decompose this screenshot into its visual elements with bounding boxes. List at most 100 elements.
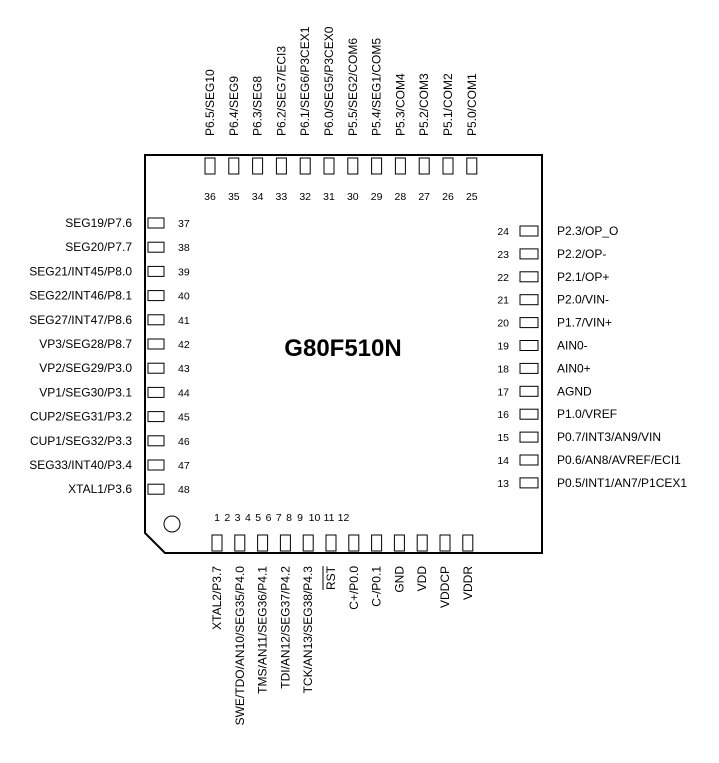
top-pins: 36P6.5/SEG1035P6.4/SEG934P6.3/SEG833P6.2… bbox=[203, 26, 479, 203]
pin-right-17 bbox=[519, 385, 539, 397]
pin-bottom-label: SWE/TDO/AN10/SEG35/P4.0 bbox=[233, 566, 247, 726]
pin-top-label: P5.1/COM2 bbox=[441, 73, 455, 136]
pin-top-28 bbox=[394, 157, 406, 175]
pin-top-label: P5.5/SEG2/COM6 bbox=[346, 38, 360, 136]
pin-left-label: CUP1/SEG32/P3.3 bbox=[30, 434, 132, 448]
pin-top-label: P5.4/SEG1/COM5 bbox=[370, 38, 384, 136]
pin-top-27 bbox=[418, 157, 430, 175]
pin-bottom-number: 7 bbox=[276, 512, 282, 524]
pin-top-label: P5.3/COM4 bbox=[393, 73, 407, 136]
pin-left-number: 48 bbox=[178, 484, 190, 496]
pin-bottom-label: RST bbox=[324, 565, 338, 590]
pin-top-label: P6.1/SEG6/P3CEX1 bbox=[298, 26, 312, 136]
pin-top-label: P6.4/SEG9 bbox=[227, 76, 241, 136]
pin-right-number: 14 bbox=[497, 455, 509, 467]
pin-bottom-label: TDI/AN12/SEG37/P4.2 bbox=[278, 566, 292, 689]
pin-left-number: 37 bbox=[178, 218, 190, 230]
pin-bottom-label: VDD bbox=[415, 566, 429, 592]
pin-bottom-number: 10 bbox=[309, 512, 321, 524]
pin-left-45 bbox=[147, 411, 165, 423]
pin-right-number: 19 bbox=[497, 341, 509, 353]
pin-left-label: VP3/SEG28/P8.7 bbox=[39, 337, 132, 351]
pin-right-number: 16 bbox=[497, 409, 509, 421]
pin-left-39 bbox=[147, 265, 165, 277]
pin-right-number: 21 bbox=[497, 295, 509, 307]
pin-left-44 bbox=[147, 386, 165, 398]
pin-left-43 bbox=[147, 362, 165, 374]
pin-left-label: SEG22/INT46/P8.1 bbox=[29, 289, 132, 303]
pin-left-label: SEG27/INT47/P8.6 bbox=[29, 313, 132, 327]
pin-bottom-number: 4 bbox=[245, 512, 251, 524]
pin-bottom-number: 9 bbox=[297, 512, 303, 524]
pin-right-label: AGND bbox=[557, 384, 592, 398]
pin-top-32 bbox=[299, 157, 311, 175]
pin-bottom-6 bbox=[325, 534, 337, 552]
pin-top-number: 34 bbox=[252, 191, 264, 203]
pin-top-30 bbox=[347, 157, 359, 175]
pin-top-number: 28 bbox=[395, 191, 407, 203]
pin-right-number: 17 bbox=[497, 386, 509, 398]
pin-left-label: CUP2/SEG31/P3.2 bbox=[30, 410, 132, 424]
pin-top-number: 36 bbox=[204, 191, 216, 203]
pin-left-42 bbox=[147, 338, 165, 350]
pin-bottom-5 bbox=[302, 534, 314, 552]
pin-bottom-number: 8 bbox=[286, 512, 292, 524]
pin-bottom-9 bbox=[393, 534, 405, 552]
pin-left-number: 43 bbox=[178, 363, 190, 375]
pin-bottom-7 bbox=[348, 534, 360, 552]
pin-right-23 bbox=[519, 248, 539, 260]
pin-top-number: 29 bbox=[371, 191, 383, 203]
pin-left-number: 47 bbox=[178, 460, 190, 472]
pin-left-47 bbox=[147, 459, 165, 471]
pin-right-13 bbox=[519, 477, 539, 489]
pin-right-number: 13 bbox=[497, 478, 509, 490]
pin-bottom-label: C-/P0.1 bbox=[370, 566, 384, 607]
pin-top-29 bbox=[371, 157, 383, 175]
pin-right-label: P2.0/VIN- bbox=[557, 293, 609, 307]
pin-left-number: 45 bbox=[178, 412, 190, 424]
pin-top-number: 30 bbox=[347, 191, 359, 203]
pin-bottom-number: 5 bbox=[255, 512, 261, 524]
pin-bottom-number: 6 bbox=[266, 512, 272, 524]
pin-right-15 bbox=[519, 431, 539, 443]
pin-right-14 bbox=[519, 454, 539, 466]
pin-top-label: P6.5/SEG10 bbox=[203, 69, 217, 136]
pin-right-number: 20 bbox=[497, 318, 509, 330]
pin-top-number: 31 bbox=[323, 191, 335, 203]
bottom-pins: 1XTAL2/P3.72SWE/TDO/AN10/SEG35/P4.03TMS/… bbox=[210, 512, 475, 725]
pin-left-37 bbox=[147, 217, 165, 229]
pin-bottom-4 bbox=[279, 534, 291, 552]
pin-left-label: SEG33/INT40/P3.4 bbox=[29, 458, 132, 472]
pin-bottom-11 bbox=[439, 534, 451, 552]
pin-right-18 bbox=[519, 362, 539, 374]
pin-right-number: 23 bbox=[497, 249, 509, 261]
pin-left-number: 39 bbox=[178, 266, 190, 278]
pin-top-number: 32 bbox=[299, 191, 311, 203]
pin-right-22 bbox=[519, 271, 539, 283]
pin-top-25 bbox=[466, 157, 478, 175]
pin-top-31 bbox=[323, 157, 335, 175]
pin-top-34 bbox=[252, 157, 264, 175]
pin-right-label: P2.2/OP- bbox=[557, 247, 606, 261]
pin-left-label: VP2/SEG29/P3.0 bbox=[39, 361, 132, 375]
pin-top-26 bbox=[442, 157, 454, 175]
left-pins: 37SEG19/P7.638SEG20/P7.739SEG21/INT45/P8… bbox=[29, 216, 190, 496]
pin-right-number: 22 bbox=[497, 272, 509, 284]
pin-right-label: P2.1/OP+ bbox=[557, 270, 609, 284]
pin-top-33 bbox=[275, 157, 287, 175]
pin-top-label: P5.0/COM1 bbox=[465, 73, 479, 136]
pin-left-46 bbox=[147, 435, 165, 447]
chip-body-group: G80F510N bbox=[144, 154, 543, 554]
pin-left-number: 42 bbox=[178, 339, 190, 351]
pin-left-label: SEG21/INT45/P8.0 bbox=[29, 264, 132, 278]
pin-left-41 bbox=[147, 314, 165, 326]
pin-bottom-3 bbox=[257, 534, 269, 552]
pin-left-38 bbox=[147, 241, 165, 253]
pin-left-40 bbox=[147, 290, 165, 302]
pin-right-label: P2.3/OP_O bbox=[557, 224, 618, 238]
pin-right-24 bbox=[519, 225, 539, 237]
pin-top-label: P6.3/SEG8 bbox=[251, 76, 265, 136]
pin-left-label: XTAL1/P3.6 bbox=[68, 482, 132, 496]
pin-left-label: SEG20/P7.7 bbox=[65, 240, 132, 254]
pin-left-number: 44 bbox=[178, 387, 190, 399]
